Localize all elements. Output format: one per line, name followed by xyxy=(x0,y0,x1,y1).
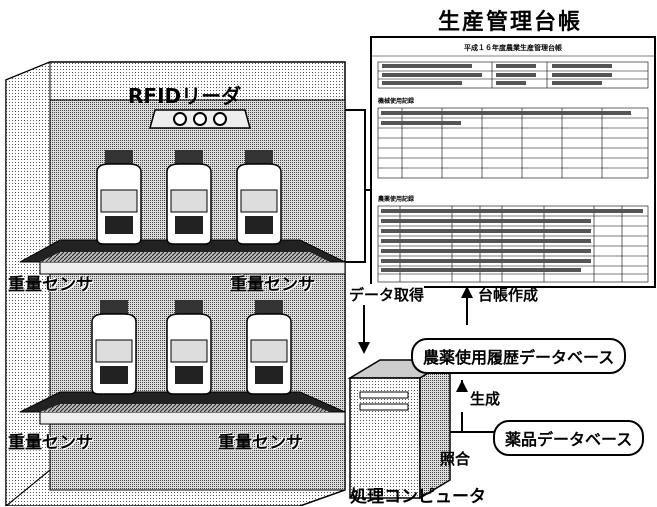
computer-label: 処理コンピュータ xyxy=(350,487,486,507)
connector-lines xyxy=(345,109,372,263)
generate-label: 生成 xyxy=(470,390,501,408)
weight-sensor-label: 重量センサ xyxy=(8,275,93,295)
bottle xyxy=(236,150,282,245)
ledger-document: 平成１６年度農業生産管理台帳 機械使用記録 農薬使用記録 xyxy=(370,36,656,288)
shelf-lower xyxy=(19,391,346,425)
bottle xyxy=(96,150,142,245)
ledger-grid xyxy=(372,55,654,283)
bottle-row-upper xyxy=(96,150,282,245)
ledger-section-machinery: 機械使用記録 xyxy=(378,98,415,105)
computer-tower xyxy=(347,358,453,500)
weight-sensor-label: 重量センサ xyxy=(218,433,303,453)
weight-sensor-label: 重量センサ xyxy=(230,275,315,295)
shelf-upper xyxy=(19,239,346,275)
bottle xyxy=(166,300,212,395)
ledger-header: 平成１６年度農業生産管理台帳 xyxy=(464,44,562,52)
rfid-reader-device xyxy=(149,109,251,129)
bottle xyxy=(166,150,212,245)
pesticide-history-database: 農薬使用履歴データベース xyxy=(411,338,627,374)
collation-label: 照合 xyxy=(440,450,471,468)
ledger-creation-label: 台帳作成 xyxy=(478,286,539,304)
weight-sensor-label: 重量センサ xyxy=(8,433,93,453)
bottle xyxy=(91,300,137,395)
ledger-title: 生産管理台帳 xyxy=(438,10,583,35)
bottle xyxy=(246,300,292,395)
arrows xyxy=(358,286,495,433)
data-acquisition-label: データ取得 xyxy=(349,284,425,305)
chemical-database: 薬品データベース xyxy=(493,420,645,456)
bottle-row-lower xyxy=(91,300,292,395)
ledger-section-pesticide: 農薬使用記録 xyxy=(378,196,415,203)
rfid-reader-label: RFIDリーダ xyxy=(128,84,242,108)
